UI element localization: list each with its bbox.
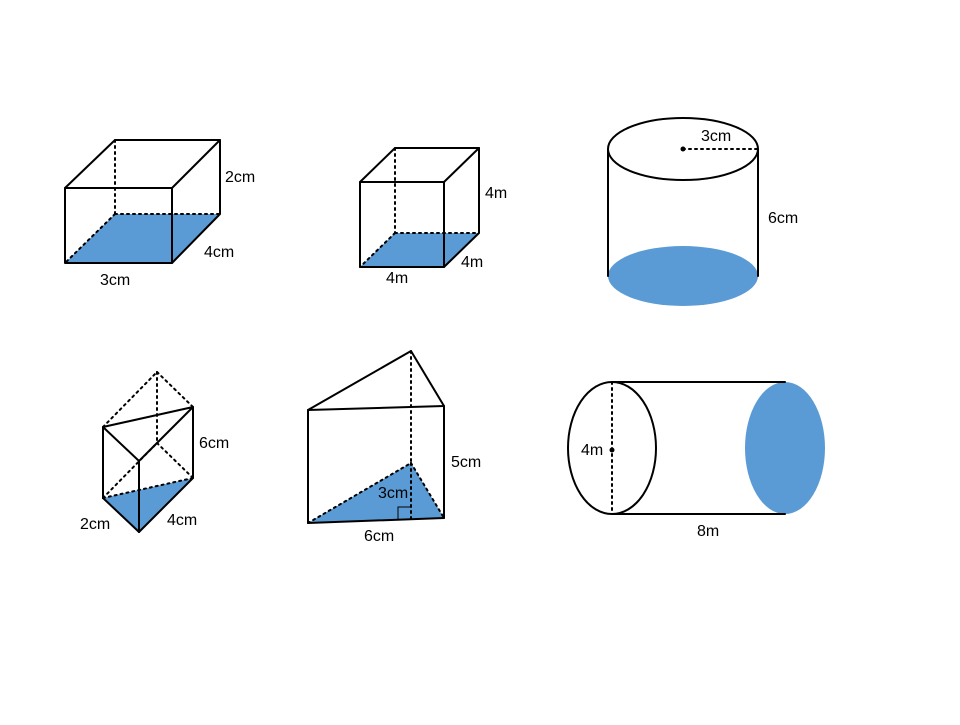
tri-prism-side-b-label: 4cm: [167, 512, 197, 529]
cylinder-height-label: 6cm: [768, 210, 798, 227]
rect-prism: 2cm 4cm 3cm: [64, 139, 255, 289]
tri-prism-upper-left: [102, 371, 158, 428]
tri-prism-large: 5cm 3cm 6cm: [307, 350, 481, 545]
rect-prism-top-face: [64, 139, 221, 189]
tri-prism-top-front: [102, 406, 194, 462]
cube-depth-label: 4m: [461, 254, 483, 271]
tri-prism-large-altitude-label: 3cm: [378, 485, 408, 502]
tri-prism-large-top: [307, 350, 445, 411]
cylinder-horizontal: 4m 8m: [567, 381, 825, 540]
tri-prism-base-left: [102, 497, 140, 533]
cube: 4m 4m 4m: [359, 147, 507, 287]
tri-prism-large-base-front: [307, 517, 445, 524]
tri-prism-large-base-area: [308, 463, 444, 523]
cube-right-edges: [443, 147, 480, 268]
tri-prism-upper-right: [156, 371, 194, 408]
cylinder-h-center-dot: [609, 447, 615, 453]
cube-width-label: 4m: [386, 270, 408, 287]
tri-prism-large-hidden-left: [307, 462, 412, 524]
right-angle-marker: [397, 506, 411, 520]
tri-prism-hidden-base-left: [102, 442, 158, 499]
cylinder-h-end-area: [745, 382, 825, 514]
tri-prism-large-hidden-right: [410, 462, 445, 519]
cylinder-h-length-label: 8m: [697, 523, 719, 540]
tri-prism-side-a-label: 2cm: [80, 516, 110, 533]
cylinder-h-diameter-label: 4m: [581, 442, 603, 459]
cylinder-base-area: [608, 246, 758, 306]
tri-prism-large-base-label: 6cm: [364, 528, 394, 545]
rect-prism-width-label: 3cm: [100, 272, 130, 289]
rect-prism-height-label: 2cm: [225, 169, 255, 186]
cube-hidden-left: [359, 232, 396, 268]
tri-prism-height-label: 6cm: [199, 435, 229, 452]
tri-prism-large-height-label: 5cm: [451, 454, 481, 471]
cylinder-center-dot: [680, 146, 686, 152]
cylinder-radius-label: 3cm: [701, 128, 731, 145]
rect-prism-depth-label: 4cm: [204, 244, 234, 261]
cylinder-upright: 3cm 6cm: [607, 117, 798, 306]
tri-prism-hidden-base-right: [156, 442, 194, 479]
cube-base-area: [360, 233, 479, 267]
rect-prism-hidden-left: [64, 213, 116, 264]
rect-prism-base-area: [65, 214, 220, 263]
cube-height-label: 4m: [485, 185, 507, 202]
tri-prism-upright: 6cm 2cm 4cm: [80, 371, 229, 533]
cube-top-face: [359, 147, 480, 183]
tri-prism-base-right: [138, 477, 194, 533]
